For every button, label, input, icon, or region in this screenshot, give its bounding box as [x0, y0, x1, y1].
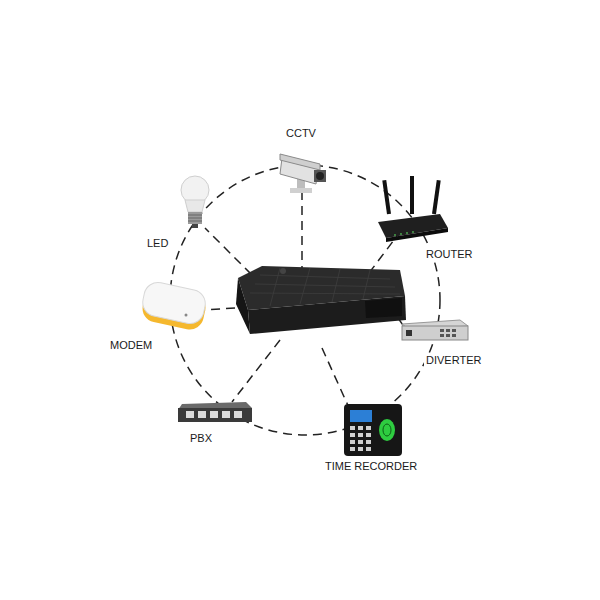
device-label: PBX: [188, 432, 214, 445]
device-label: ROUTER: [424, 248, 474, 261]
cctv-camera: [280, 154, 326, 193]
modem: [140, 280, 208, 332]
device-label: MODEM: [108, 339, 154, 352]
time-recorder: [344, 404, 402, 456]
router: [378, 176, 448, 242]
pbx: [178, 402, 252, 422]
device-label: LED: [145, 237, 170, 250]
device-label: DIVERTER: [424, 354, 483, 367]
led-bulb: [181, 176, 209, 228]
center-device: [236, 266, 406, 334]
device-label: TIME RECORDER: [323, 460, 419, 473]
diverter: [402, 320, 468, 340]
device-label: CCTV: [284, 127, 318, 140]
dashed-ring: [170, 165, 440, 435]
spoke-lines: [205, 190, 405, 410]
